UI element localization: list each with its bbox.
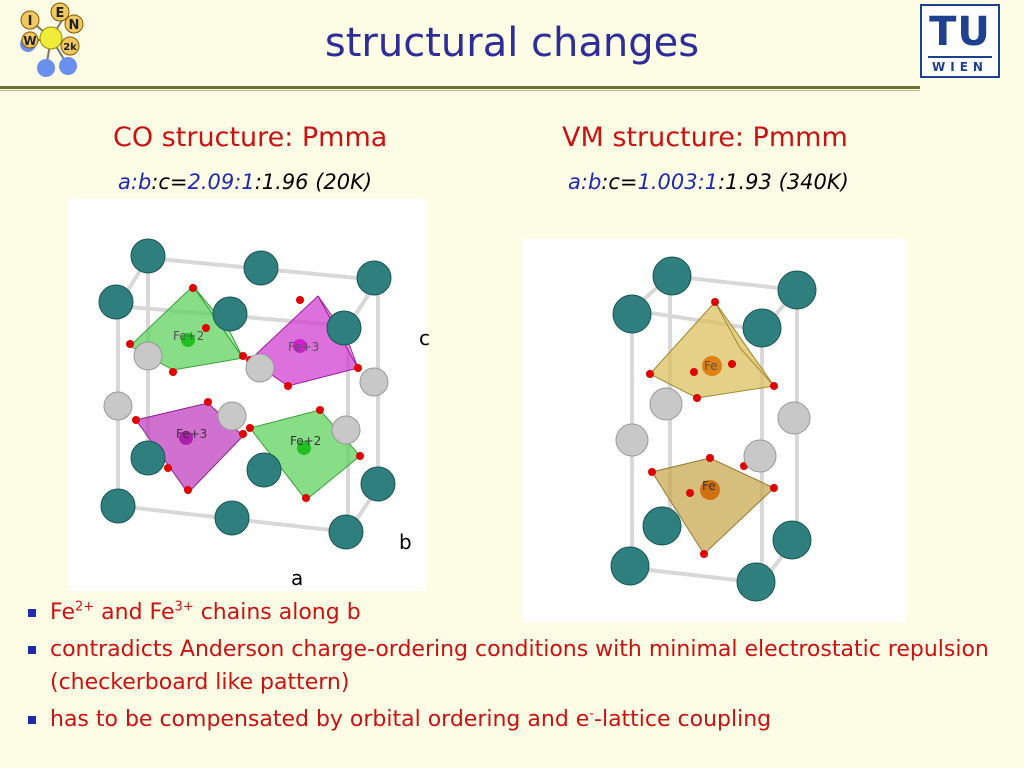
co-ratio-rest: :1.96 (20K)	[254, 170, 373, 194]
logo-badge: 2k	[63, 42, 77, 53]
fe3-label-top: Fe+3	[288, 340, 319, 354]
axis-label-a: a	[291, 566, 304, 590]
logo-letter-n: N	[69, 18, 80, 33]
tu-logo-divider	[928, 56, 992, 58]
bullet-anderson: contradicts Anderson charge-ordering con…	[26, 633, 1006, 699]
logo-letter-e: E	[56, 6, 65, 21]
co-ratio-ab: a:b	[118, 170, 152, 194]
logo-letter-i: I	[28, 14, 33, 29]
bullet-fe-chains: Fe2+ and Fe3+ chains along b	[26, 596, 1006, 629]
bullet-3-text-a: has to be compensated by orbital orderin…	[50, 707, 590, 732]
vm-ratio-c: :c=	[601, 170, 638, 194]
vm-ratio-ab: a:b	[568, 170, 602, 194]
vm-ratio-value: 1.003:1	[637, 170, 719, 194]
vm-ratio-rest: :1.93 (340K)	[718, 170, 849, 194]
fe-octahedron-top	[649, 301, 775, 399]
bullet-3-text-b: -lattice coupling	[594, 707, 772, 732]
header-rule	[0, 86, 920, 89]
bullet-1-text-a: Fe	[50, 600, 75, 625]
page-title: structural changes	[324, 20, 700, 66]
fe2-label-bottom: Fe+2	[290, 434, 321, 448]
logo-letter-w: W	[23, 34, 36, 48]
fe3-label-bottom: Fe+3	[176, 427, 207, 441]
fe2-label-top: Fe+2	[173, 329, 204, 343]
co-ratio-value: 2.09:1	[187, 170, 255, 194]
fe-label-bottom: Fe	[702, 479, 716, 493]
bullet-1-sup-b: 3+	[174, 599, 194, 615]
fe-label-top: Fe	[704, 359, 718, 373]
axis-label-c: c	[419, 326, 430, 350]
vm-structure-title: VM structure: Pmmm	[562, 122, 848, 153]
tu-logo-subtext: WIEN	[932, 60, 988, 74]
bullet-1-text-c: chains along b	[193, 600, 361, 625]
tu-logo-text: TU	[929, 9, 991, 55]
vm-structure-image: Fe Fe	[522, 238, 906, 622]
co-structure-title: CO structure: Pmma	[113, 122, 388, 153]
bullet-1-text-b: and Fe	[94, 600, 175, 625]
co-lattice-ratio: a:b:c=2.09:1:1.96 (20K)	[118, 170, 372, 194]
bullet-1-sup-a: 2+	[75, 599, 95, 615]
bullet-orbital-ordering: has to be compensated by orbital orderin…	[26, 703, 1006, 736]
bullet-marker	[28, 646, 36, 654]
axis-label-b: b	[399, 530, 412, 554]
bullet-2-text: contradicts Anderson charge-ordering con…	[50, 637, 989, 695]
bullet-marker	[28, 716, 36, 724]
co-structure-image: Fe+2 Fe+3 Fe+3 Fe+2	[68, 198, 426, 591]
vm-lattice-ratio: a:b:c=1.003:1:1.93 (340K)	[568, 170, 849, 194]
bullet-list: Fe2+ and Fe3+ chains along b contradicts…	[26, 596, 1006, 740]
co-ratio-c: :c=	[151, 170, 188, 194]
iewn-logo: I E W N 2k	[16, 2, 86, 78]
tu-wien-logo: TU WIEN	[920, 4, 1000, 78]
bullet-3-sup: -	[589, 706, 595, 722]
header-rule-thin	[0, 90, 920, 91]
bullet-marker	[28, 609, 36, 617]
